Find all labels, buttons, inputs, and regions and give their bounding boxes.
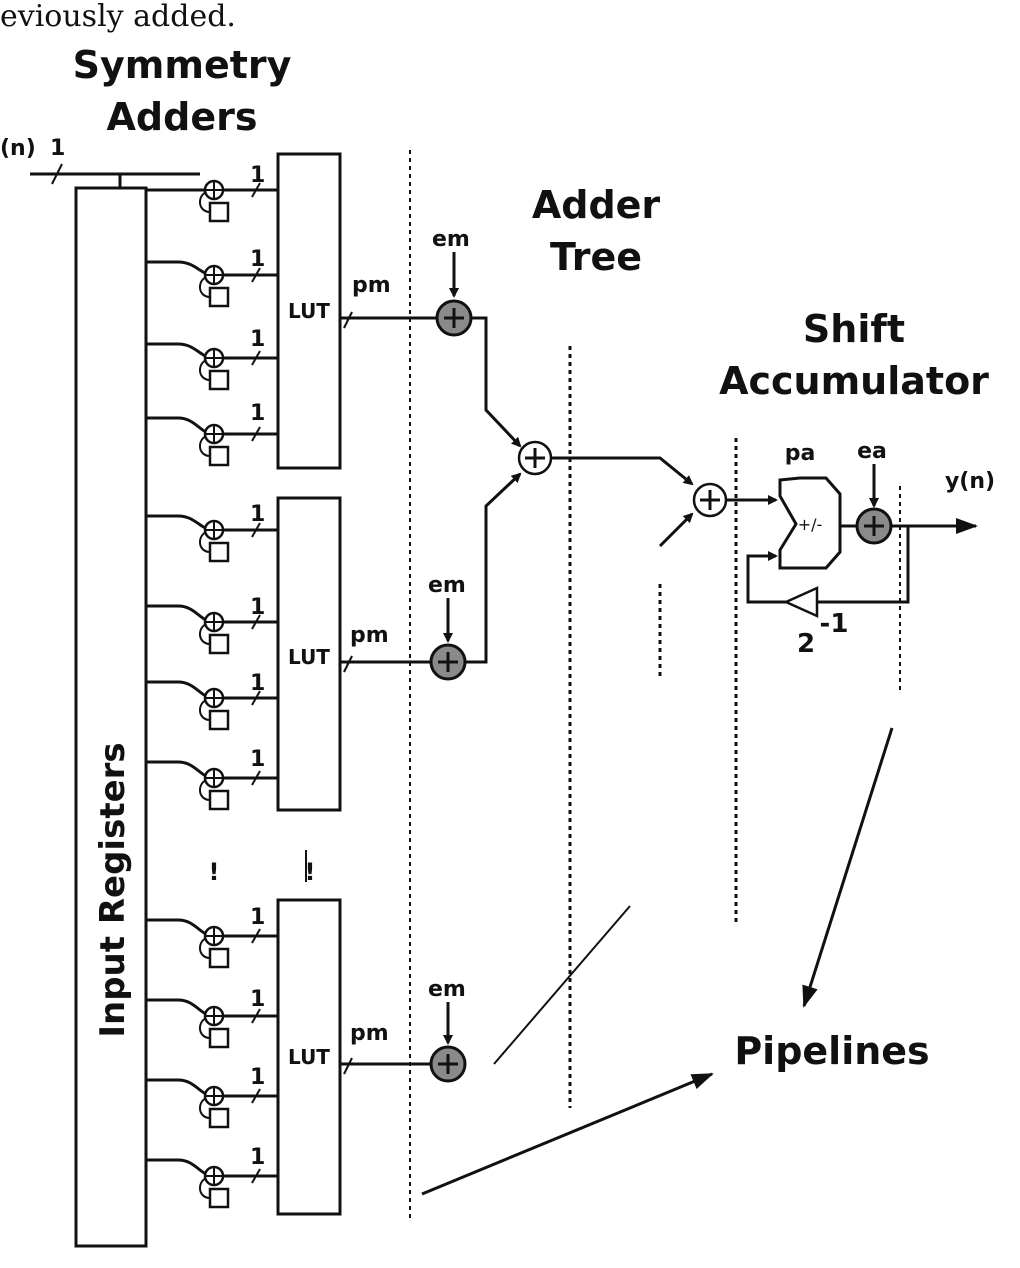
- pm-label-3: pm: [350, 1021, 389, 1046]
- symmetry-adder-row: 1: [146, 327, 278, 391]
- symmetry-adder-row: 1: [146, 747, 278, 811]
- svg-text:1: 1: [250, 747, 265, 772]
- adder-tree-title-line2: Tree: [550, 235, 642, 279]
- input-registers-label: Input Registers: [93, 742, 133, 1037]
- pm-label-1: pm: [352, 273, 391, 298]
- lut-label-2: LUT: [288, 645, 330, 669]
- symmetry-adder-row: 1: [146, 163, 278, 223]
- symmetry-adder-row: 1: [146, 1145, 278, 1209]
- shift-accumulator-title-line2: Accumulator: [719, 359, 989, 403]
- header-text: eviously added.: [0, 0, 236, 34]
- symmetry-adders-title-line2: Adders: [107, 95, 258, 139]
- lut-label-1: LUT: [288, 299, 330, 323]
- svg-text:1: 1: [250, 1065, 265, 1090]
- symmetry-adder-row: 1: [146, 905, 278, 969]
- shift-base-label: 2: [797, 629, 815, 659]
- symmetry-adder-row: 1: [146, 595, 278, 655]
- final-adder-extra-input: [658, 512, 694, 548]
- em-label-1: em: [432, 227, 470, 252]
- lut-block-2: [276, 496, 342, 812]
- output-label: y(n): [945, 469, 995, 494]
- symmetry-adder-group-1: 1 1 1 1: [146, 163, 278, 467]
- em-label-2: em: [428, 573, 466, 598]
- input-registers-block: [74, 186, 148, 1248]
- symmetry-adder-group-3: 1 1 1 1: [146, 905, 278, 1209]
- ea-label: ea: [857, 439, 887, 464]
- lut-block-3: [276, 898, 342, 1216]
- add-sub-label: +/-: [798, 515, 823, 534]
- em-label-3: em: [428, 977, 466, 1002]
- symmetry-adders-title-line1: Symmetry: [73, 43, 292, 87]
- tree-to-final-wire: [551, 456, 694, 486]
- symmetry-adder-row: 1: [146, 671, 278, 731]
- input-width-tick: [51, 163, 63, 185]
- svg-text:1: 1: [250, 327, 265, 352]
- input-width-label: 1: [50, 136, 65, 161]
- pipelines-arrow-left: [421, 1072, 714, 1196]
- feedback-wire-right: [817, 526, 910, 604]
- svg-text:1: 1: [250, 1145, 265, 1170]
- lut-label-3: LUT: [288, 1045, 330, 1069]
- pm-label-2: pm: [350, 623, 389, 648]
- shift-buffer: [782, 586, 819, 618]
- tree-wire-continuation: [493, 905, 631, 1065]
- svg-text:1: 1: [250, 163, 265, 188]
- symmetry-adder-row: 1: [146, 401, 278, 467]
- ellipsis-mark-2: !: [305, 858, 316, 886]
- symmetry-adder-row: 1: [146, 502, 278, 563]
- input-signal-label: (n): [0, 136, 36, 161]
- svg-text:1: 1: [250, 401, 265, 426]
- svg-text:1: 1: [250, 671, 265, 696]
- svg-text:1: 1: [250, 247, 265, 272]
- adder-tree-title-line1: Adder: [532, 183, 661, 227]
- pipelines-label: Pipelines: [734, 1029, 929, 1073]
- lut-block-1: [276, 152, 342, 470]
- symmetry-adder-row: 1: [146, 247, 278, 308]
- pipelines-arrow-right: [802, 727, 894, 1008]
- svg-text:1: 1: [250, 595, 265, 620]
- svg-text:1: 1: [250, 905, 265, 930]
- feedback-wire-left: [746, 551, 786, 604]
- symmetry-adder-group-2: 1 1 1 1: [146, 502, 278, 811]
- symmetry-adder-row: 1: [146, 1065, 278, 1129]
- symmetry-adder-row: 1: [146, 987, 278, 1049]
- tree-wire-bottom: [465, 472, 522, 664]
- svg-text:1: 1: [250, 987, 265, 1012]
- shift-accumulator-title-line1: Shift: [803, 307, 905, 351]
- add-sub-block: [778, 476, 842, 570]
- ellipsis-mark-1: !: [209, 858, 220, 886]
- pa-label: pa: [785, 441, 816, 466]
- svg-text:1: 1: [250, 502, 265, 527]
- shift-exponent-label: -1: [820, 609, 849, 639]
- tree-wire-top: [471, 316, 522, 448]
